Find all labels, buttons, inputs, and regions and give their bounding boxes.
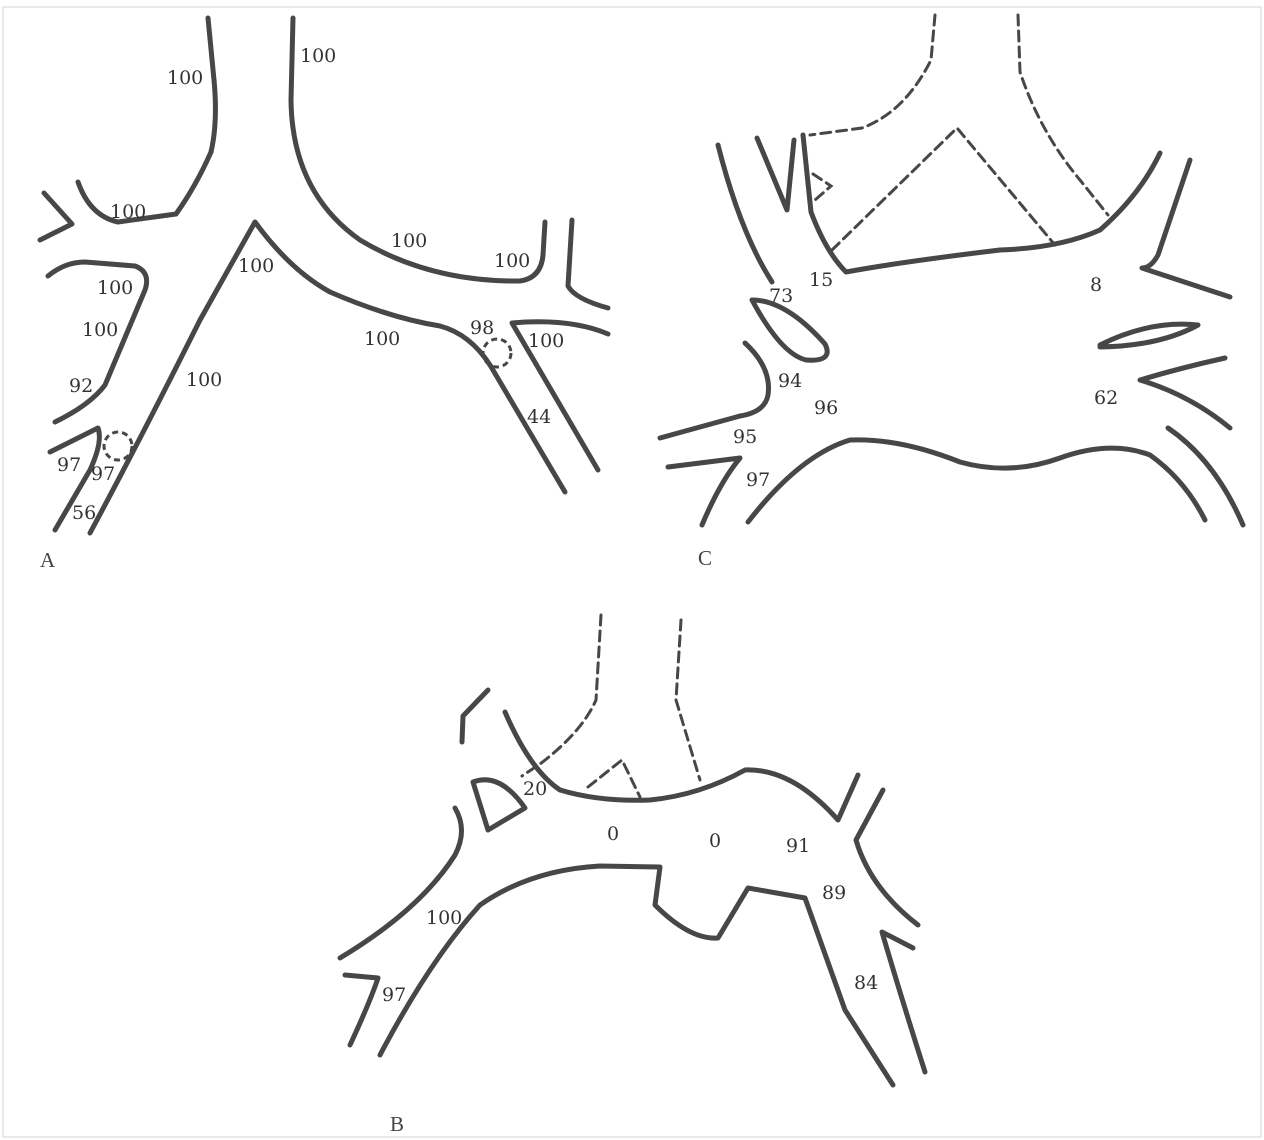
panel-c-dashed-triangle [832, 128, 1055, 250]
panel-c-value: 96 [814, 397, 838, 419]
panel-b-main-bronchus-lower-wall [380, 866, 893, 1085]
panel-c-label: C [698, 546, 712, 570]
panel-a-right-upper-branch [568, 220, 608, 308]
image-frame [3, 7, 1261, 1137]
panel-a-value: 100 [391, 230, 427, 252]
panel-c-value: 8 [1090, 274, 1102, 296]
panel-c-value: 97 [746, 469, 770, 491]
panel-b-left-lower-wall [340, 808, 462, 958]
panel-a-value: 100 [82, 319, 118, 341]
panel-c-value: 15 [809, 269, 833, 291]
panel-b: 20 0 0 91 89 100 84 97 B [340, 615, 925, 1136]
panel-b-right-lower-branch [882, 932, 925, 1072]
panel-c-left-bottom-branch [668, 458, 740, 525]
panel-a-value: 100 [238, 255, 274, 277]
panel-b-value: 89 [822, 882, 846, 904]
panel-c-value: 95 [733, 426, 757, 448]
panel-c-left-lower-wall [660, 343, 769, 438]
panel-b-value: 91 [786, 835, 810, 857]
panel-b-value: 84 [854, 972, 878, 994]
panel-b-trachea-right-dashed [676, 620, 700, 780]
panel-b-value: 20 [523, 778, 547, 800]
panel-b-main-bronchus-upper-wall [505, 712, 858, 820]
panel-a-value: 100 [186, 369, 222, 391]
panel-c-right-lower-branch [1168, 428, 1243, 525]
panel-c-left-outer-branch [718, 145, 772, 282]
panel-b-value: 100 [426, 907, 462, 929]
panel-b-value: 0 [607, 823, 619, 845]
panel-a-trachea-left-wall [78, 18, 215, 222]
panel-a-value: 44 [527, 406, 551, 428]
panel-b-label: B [390, 1112, 404, 1136]
panel-c-teardrop-right [1100, 324, 1198, 347]
panel-c-trachea-right-dashed [1018, 15, 1108, 215]
panel-c-value: 94 [778, 370, 802, 392]
panel-b-dashed-triangle [588, 760, 640, 797]
panel-a-value: 100 [97, 277, 133, 299]
panel-c-value: 62 [1094, 387, 1118, 409]
panel-b-trachea-left-dashed [522, 615, 601, 776]
panel-a-value: 98 [470, 317, 494, 339]
panel-b-left-bottom-branch [345, 975, 378, 1045]
panel-b-value: 0 [709, 830, 721, 852]
panel-c-value: 73 [769, 285, 793, 307]
panel-a-value: 100 [364, 328, 400, 350]
panel-c: 73 15 8 94 96 62 95 97 C [660, 15, 1243, 570]
panel-a-value: 97 [57, 454, 81, 476]
panel-c-trachea-left-dashed [810, 15, 935, 135]
panel-c-left-v-branch [757, 138, 794, 210]
panel-b-value: 97 [382, 984, 406, 1006]
panel-a-value: 100 [300, 45, 336, 67]
panel-b-right-upper-branch [856, 790, 918, 925]
panel-b-left-d-shape [473, 780, 525, 830]
panel-b-left-upper-chevron [462, 690, 488, 742]
panel-a-value: 56 [72, 502, 96, 524]
panel-a-value: 100 [110, 201, 146, 223]
panel-a-value: 100 [494, 250, 530, 272]
panel-a: 100 100 100 100 100 100 100 100 100 100 … [40, 18, 608, 572]
panel-a-value: 97 [91, 463, 115, 485]
panel-c-main-bronchus-lower-wall [748, 440, 1205, 522]
panel-a-label: A [40, 548, 56, 572]
panel-c-right-upper-branch [1142, 160, 1230, 297]
panel-a-right-dashed-circle [483, 339, 511, 367]
panel-a-left-dashed-circle [104, 432, 132, 460]
panel-a-value: 100 [167, 67, 203, 89]
panel-a-value: 92 [69, 375, 93, 397]
panel-c-teardrop-left [752, 300, 827, 360]
panel-c-right-middle-branch [1140, 358, 1230, 428]
panel-c-dashed-small-chevron [813, 174, 831, 200]
panel-a-value: 100 [528, 330, 564, 352]
panel-a-left-upper-chevron [40, 193, 72, 240]
